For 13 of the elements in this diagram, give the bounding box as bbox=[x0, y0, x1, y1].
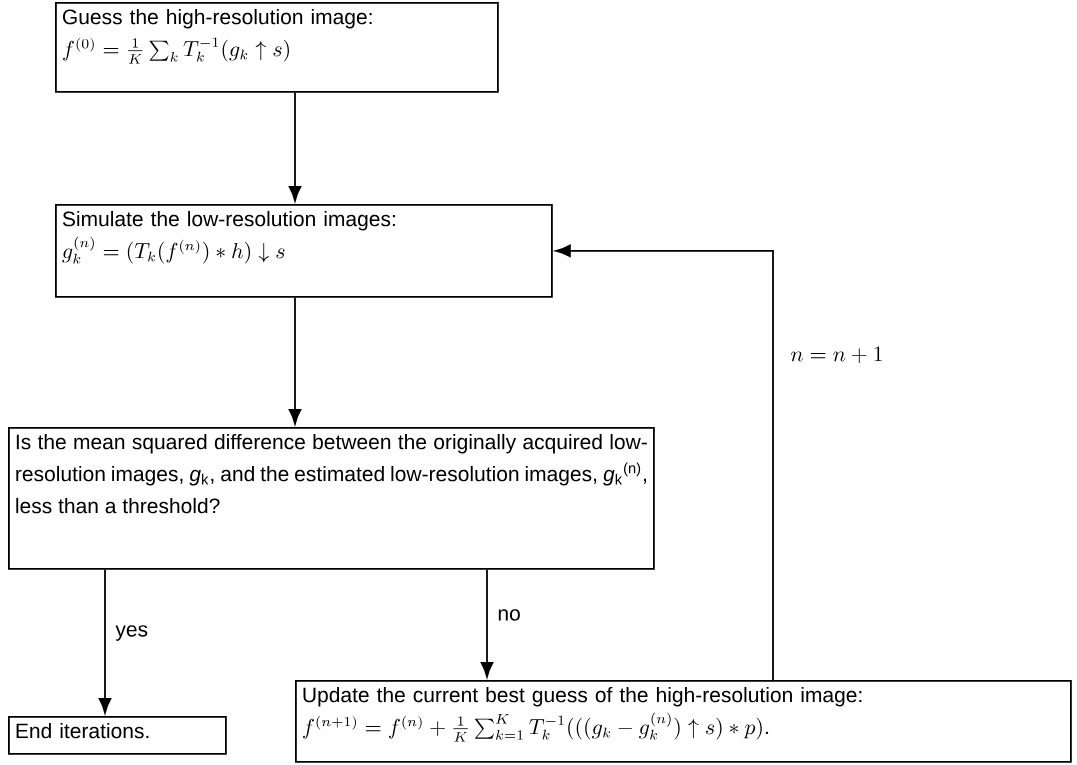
process-box: Simulate the low-resolution images: $g_k^{(n)} = (T_k(f^{(n)}) * h) \downarrow s$ bbox=[55, 204, 553, 298]
process-box: Guess the high-resolution image: $f^{(0)} = \frac{1}{K}\sum_k T_k^{-1}(g_k \uparrow s)$ bbox=[55, 2, 499, 93]
arrow bbox=[480, 568, 494, 678]
arrow bbox=[288, 296, 302, 425]
arrow bbox=[98, 568, 112, 714]
arrow bbox=[288, 91, 302, 202]
process-box: Is the mean squared difference between the originally acquired low-resolution images, g$_{k}$, and the estimated low-resolution images, g$_{k}$$^{(n)}$, less than a threshold? bbox=[8, 427, 655, 570]
edge-label: no bbox=[495, 607, 523, 623]
process-box: End iterations. bbox=[8, 716, 227, 755]
process-box: Update the current best guess of the high-resolution image: $f^{(n+1)} = f^{(n)} + \frac{1}{K}\sum_{k=1}^{K} T_k^{-1}(((g_k - g_k^{(n)}) \uparrow s) * p).$ bbox=[295, 680, 1072, 763]
arrow bbox=[555, 244, 774, 681]
edge-label: $n = n + 1$ bbox=[788, 345, 886, 365]
edge-label: yes bbox=[113, 623, 151, 643]
